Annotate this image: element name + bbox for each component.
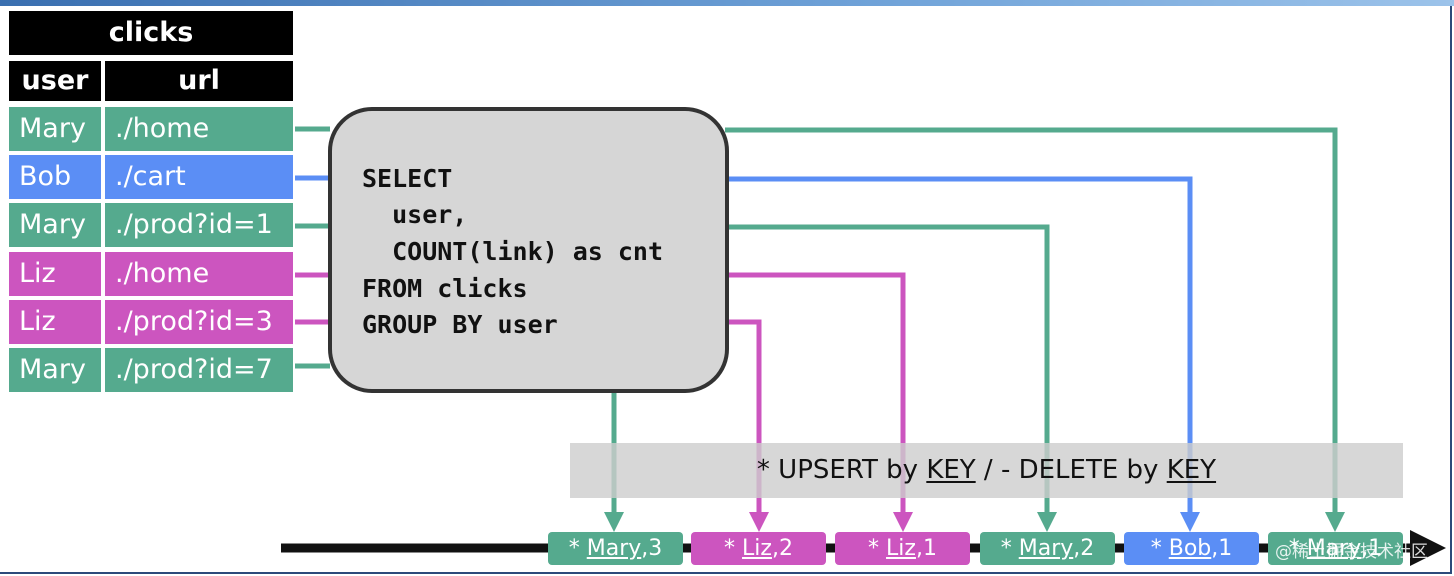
table-cell-user: Mary: [9, 348, 101, 392]
table-cell-url: ./home: [105, 107, 293, 151]
output-user: Liz: [742, 536, 772, 561]
output-user: Bob: [1168, 536, 1212, 561]
table-cell-user: Mary: [9, 107, 101, 151]
output-count: ,1: [1211, 536, 1233, 561]
output-path-mary-2: [725, 224, 1057, 532]
output-count: ,2: [1073, 536, 1095, 561]
output-user: Mary: [586, 536, 642, 561]
output-path-mary-1: [725, 127, 1345, 532]
output-path-liz-1: [725, 272, 913, 532]
table-cell-user: Liz: [9, 252, 101, 296]
query-line: SELECT: [362, 164, 453, 193]
query-line: FROM clicks: [362, 274, 528, 303]
output-user: Mary: [1306, 536, 1362, 561]
output-op: *: [1288, 536, 1307, 561]
query-line: GROUP BY user: [362, 310, 558, 339]
output-user: Liz: [886, 536, 916, 561]
banner-key-2: KEY: [1166, 455, 1217, 485]
top-accent-bar: [0, 0, 1454, 6]
output-count: ,1: [1361, 536, 1383, 561]
banner-key-1: KEY: [926, 455, 976, 485]
table-cell-url: ./prod?id=3: [105, 300, 293, 344]
output-op: *: [1150, 536, 1169, 561]
output-op: *: [568, 536, 587, 561]
upsert-delete-banner: * UPSERT by KEY / - DELETE by KEY: [570, 443, 1403, 498]
output-count: ,2: [771, 536, 793, 561]
banner-text: * UPSERT by KEY / - DELETE by KEY: [570, 443, 1403, 498]
output-count: ,3: [641, 536, 663, 561]
output-record: * Liz,1: [835, 532, 970, 565]
table-cell-url: ./prod?id=7: [105, 348, 293, 392]
banner-middle: / - DELETE by: [975, 455, 1167, 485]
sql-query-box: SELECT user, COUNT(link) as cnt FROM cli…: [328, 107, 729, 393]
table-cell-url: ./home: [105, 252, 293, 296]
table-cell-user: Liz: [9, 300, 101, 344]
table-cell-user: Mary: [9, 203, 101, 247]
banner-prefix: * UPSERT by: [756, 455, 927, 485]
output-op: *: [1000, 536, 1019, 561]
output-user: Mary: [1018, 536, 1074, 561]
output-record: * Mary,2: [980, 532, 1115, 565]
column-header-user: user: [9, 61, 101, 101]
slide-frame: [0, 6, 1452, 574]
output-op: *: [868, 536, 887, 561]
output-op: *: [724, 536, 743, 561]
output-record: * Bob,1: [1124, 532, 1259, 565]
output-path-bob-1: [725, 176, 1200, 532]
watermark: @稀土掘金技术社区: [1275, 542, 1428, 562]
output-record: * Mary,3: [548, 532, 683, 565]
output-record: * Mary,1: [1268, 532, 1403, 565]
table-cell-url: ./prod?id=1: [105, 203, 293, 247]
table-cell-url: ./cart: [105, 155, 293, 199]
table-cell-user: Bob: [9, 155, 101, 199]
column-header-url: url: [105, 61, 293, 101]
query-line: COUNT(link) as cnt: [362, 237, 664, 266]
output-count: ,1: [915, 536, 937, 561]
output-record: * Liz,2: [691, 532, 826, 565]
query-line: user,: [362, 200, 468, 229]
table-title: clicks: [9, 11, 293, 55]
